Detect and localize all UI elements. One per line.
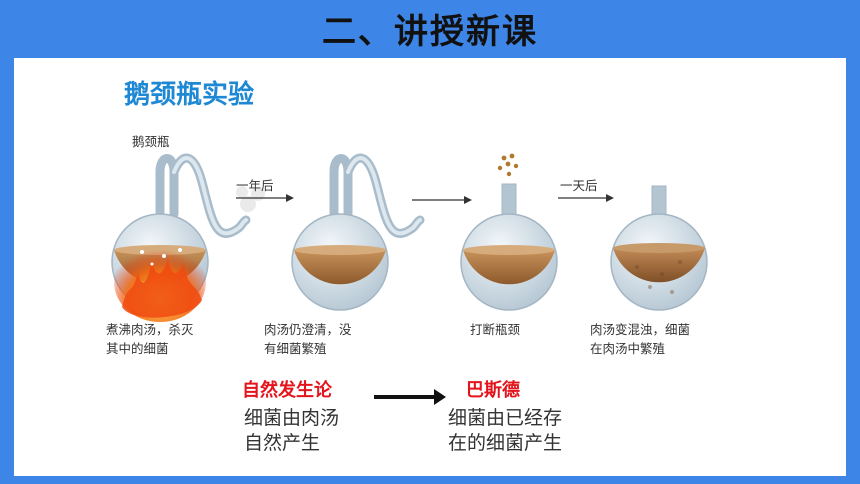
spontaneous-generation-desc: 细菌由肉汤 自然产生	[244, 407, 340, 454]
caption-3: 打断瓶颈	[470, 322, 521, 337]
pasteur-tag: 巴斯德	[466, 380, 520, 401]
arrow3	[558, 194, 614, 202]
caption-4: 肉汤变混浊，细菌 在肉汤中繁殖	[590, 322, 691, 356]
flask-broken-neck	[460, 153, 558, 311]
flask-clear	[291, 153, 425, 311]
page-title: 二、讲授新课	[322, 11, 538, 52]
header-bar: 二、讲授新课	[0, 0, 860, 56]
section-title: 鹅颈瓶实验	[124, 80, 255, 110]
flask-cloudy	[610, 185, 708, 311]
arrow1-label: 一年后	[236, 178, 274, 193]
comparison-arrow-head	[434, 389, 446, 405]
arrow1	[236, 194, 294, 202]
arrow3-label: 一天后	[560, 178, 598, 193]
caption-2: 肉汤仍澄清，没 有细菌繁殖	[264, 322, 352, 356]
comparison-arrow-line	[374, 395, 436, 399]
arrow2	[412, 196, 472, 204]
swan-neck-flask-figure: 鹅颈瓶 一年后	[111, 134, 708, 322]
flask-label: 鹅颈瓶	[132, 134, 170, 149]
flask-boiling	[111, 153, 265, 322]
caption-1: 煮沸肉汤，杀灭 其中的细菌	[106, 322, 194, 356]
spontaneous-generation-tag: 自然发生论	[242, 380, 332, 401]
slide-content: 鹅颈瓶实验 鹅颈瓶	[14, 58, 846, 476]
pasteur-desc: 细菌由已经存 在的细菌产生	[448, 407, 563, 454]
